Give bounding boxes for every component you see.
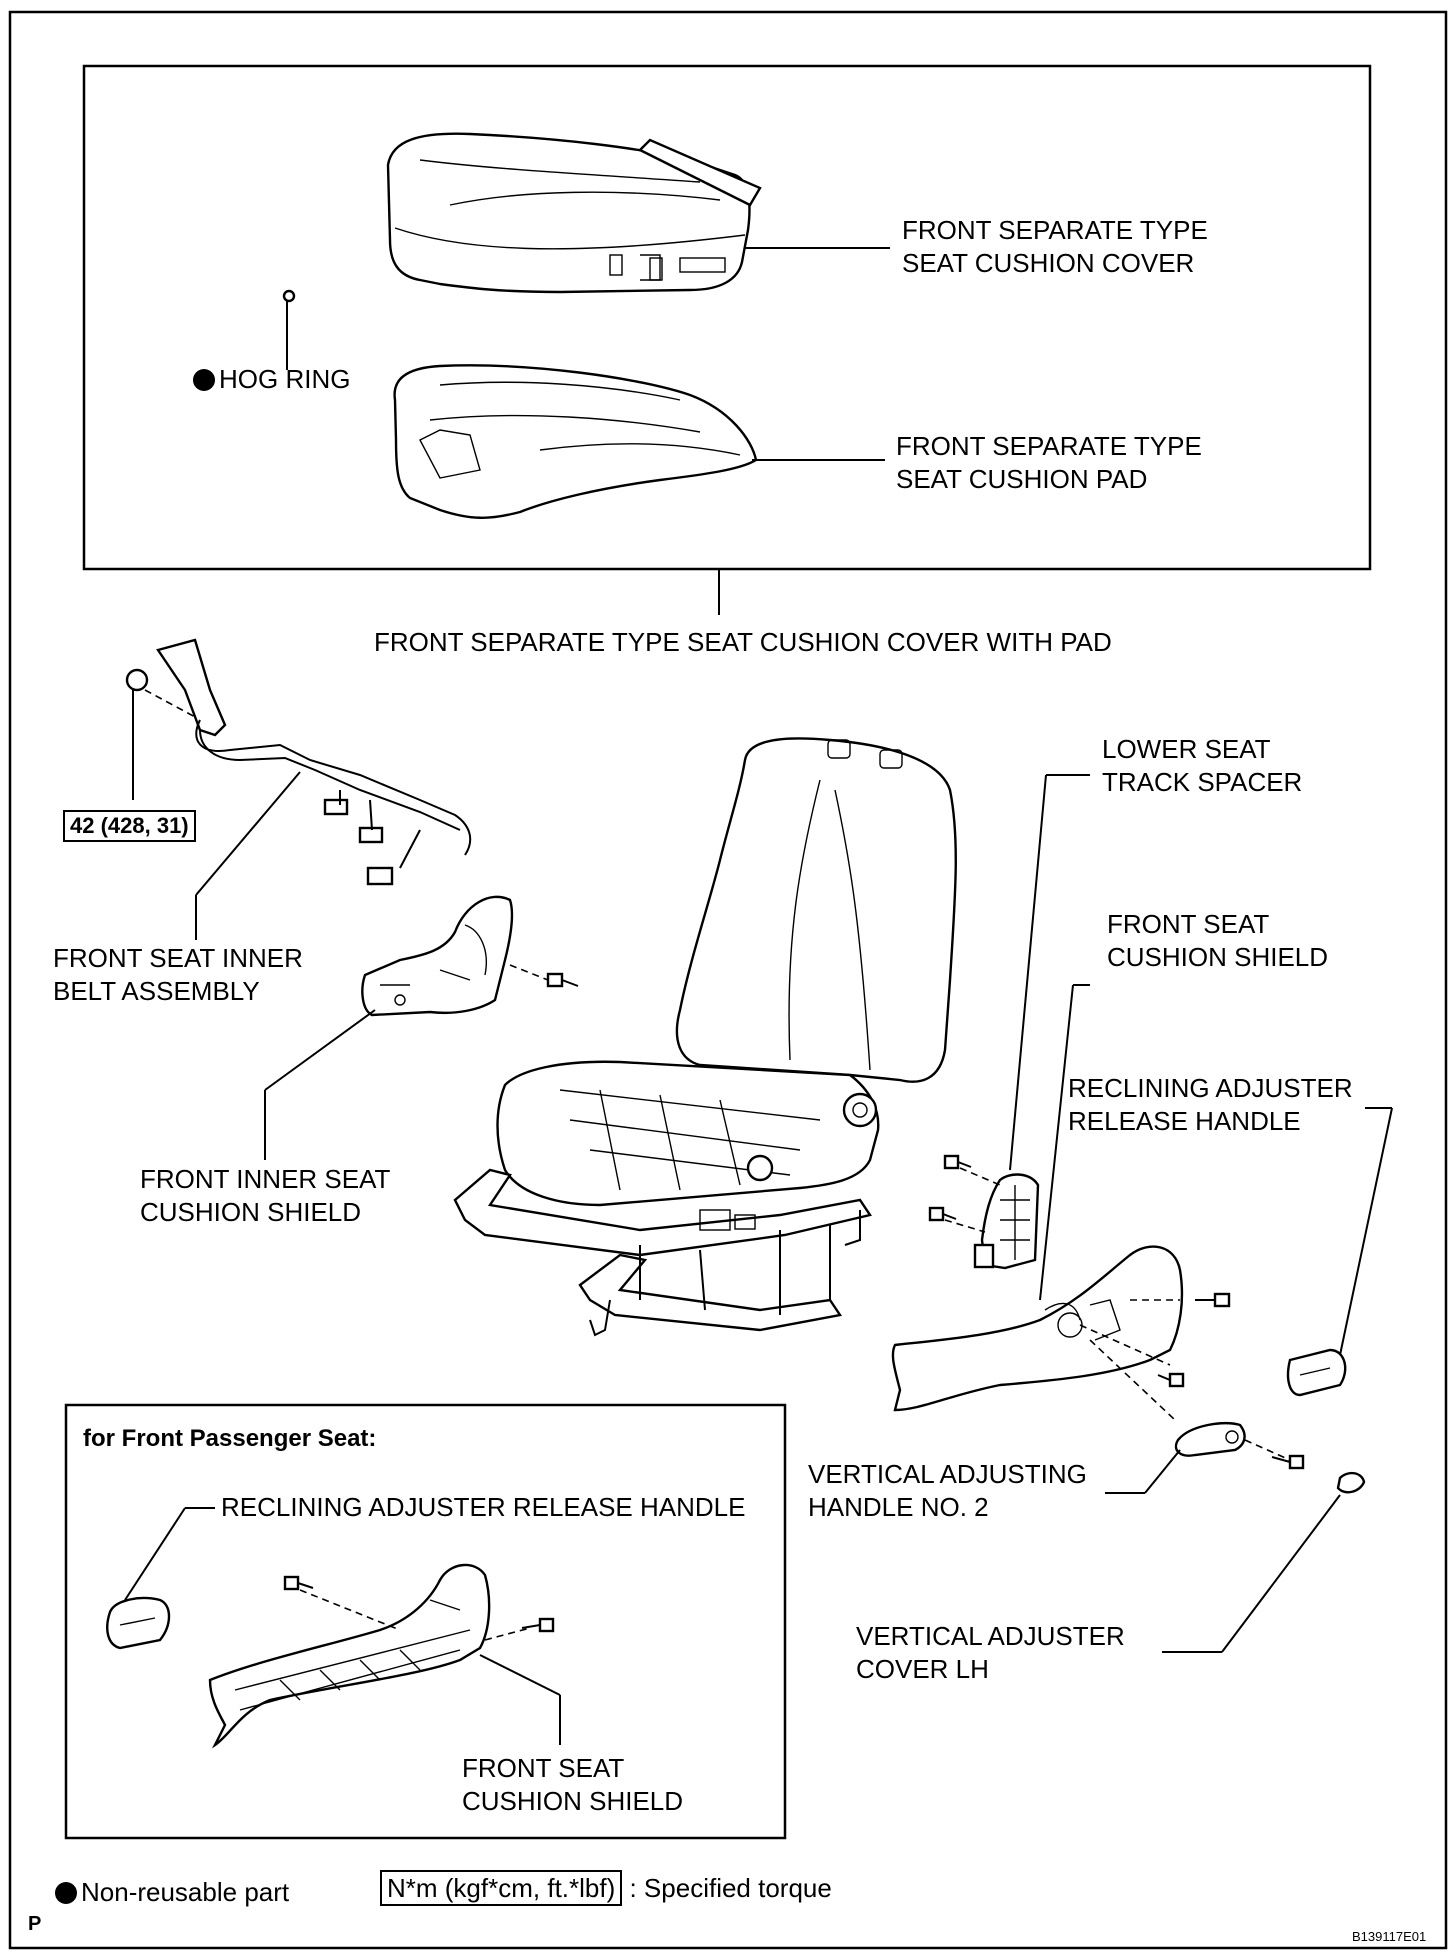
passenger-inset-title: for Front Passenger Seat: [83,1425,377,1452]
bolt-inner-shield [546,972,579,988]
page-marker: P [28,1913,42,1935]
front-seat-drawing [453,737,957,1337]
label-vertical-handle: VERTICAL ADJUSTING HANDLE NO. 2 [808,1459,1087,1522]
label-passenger-reclining-handle: RECLINING ADJUSTER RELEASE HANDLE [221,1492,746,1522]
non-reusable-marker-icon [193,369,215,391]
bolt-passenger-1 [283,1575,314,1591]
label-hog-ring: HOG RING [193,363,350,396]
label-inner-belt: FRONT SEAT INNER BELT ASSEMBLY [53,943,303,1006]
seat-cushion-cover-drawing [386,132,762,294]
vertical-cover-drawing [1336,1471,1366,1494]
inner-cushion-shield-drawing [361,895,514,1017]
torque-box-belt: 42 (428, 31) [63,810,196,842]
cushion-shield-drawing [891,1245,1184,1412]
lower-track-spacer-drawing [973,1173,1040,1270]
label-cover-with-pad: FRONT SEPARATE TYPE SEAT CUSHION COVER W… [374,627,1112,657]
label-lower-track-spacer: LOWER SEAT TRACK SPACER [1102,734,1303,797]
figure-id: B139117E01 [1352,1929,1427,1944]
label-seat-cushion-cover: FRONT SEPARATE TYPE SEAT CUSHION COVER [902,215,1208,278]
inner-belt-drawing [125,638,472,886]
passenger-reclining-handle-drawing [106,1596,171,1650]
bolt-passenger-2 [521,1617,555,1633]
passenger-inset-frame [64,1403,787,1840]
bolt-spacer-2 [928,1206,957,1222]
bolt-shield-2 [1157,1372,1185,1388]
legend-torque: N*m (kgf*cm, ft.*lbf) : Specified torque [380,1870,832,1906]
bolt-handle [1271,1454,1305,1470]
label-vertical-cover: VERTICAL ADJUSTER COVER LH [856,1621,1125,1684]
non-reusable-marker-icon [55,1882,77,1904]
seat-cushion-pad-drawing [393,364,758,519]
cushion-group-frame [82,64,1372,571]
torque-unit-box: N*m (kgf*cm, ft.*lbf) [380,1870,623,1906]
bolt-spacer-1 [943,1154,972,1170]
page-frame [8,10,1448,1950]
passenger-cushion-shield-drawing [208,1563,491,1749]
label-passenger-cushion-shield: FRONT SEAT CUSHION SHIELD [462,1753,684,1816]
reclining-handle-drawing [1286,1348,1347,1397]
bolt-shield-1 [1195,1292,1231,1308]
vertical-handle-drawing [1174,1421,1246,1457]
label-inner-cushion-shield: FRONT INNER SEAT CUSHION SHIELD [140,1164,391,1227]
legend-non-reusable: Non-reusable part [55,1876,289,1909]
label-reclining-handle: RECLINING ADJUSTER RELEASE HANDLE [1068,1073,1353,1136]
hog-ring-drawing [282,289,296,303]
label-cushion-shield: FRONT SEAT CUSHION SHIELD [1107,909,1329,972]
label-seat-cushion-pad: FRONT SEPARATE TYPE SEAT CUSHION PAD [896,431,1202,494]
